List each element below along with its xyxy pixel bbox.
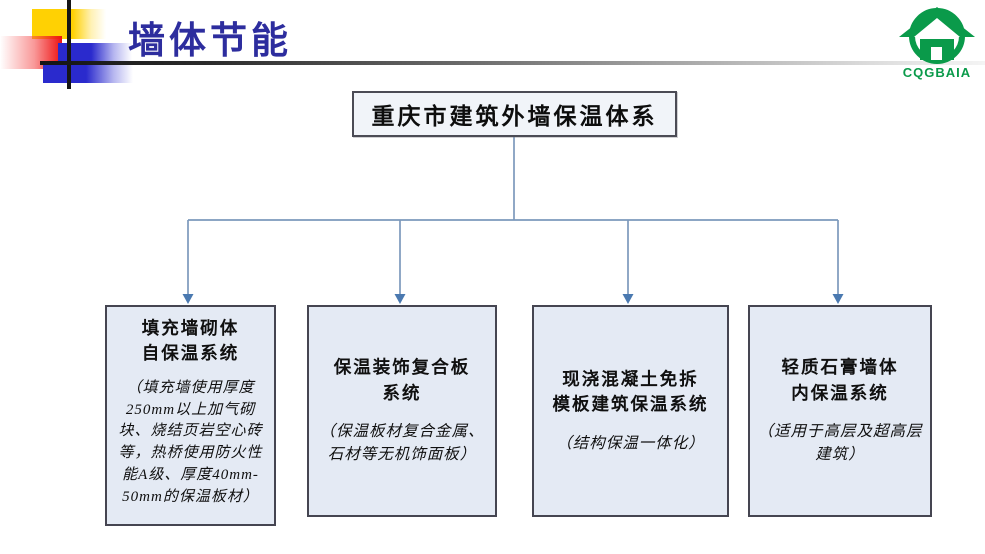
arrow-down-icon [394,294,406,304]
cqgbaia-logo: CQGBAIA [893,5,981,81]
diagram-root-node: 重庆市建筑外墙保温体系 [352,91,677,137]
node-description: （适用于高层及超高层建筑） [757,423,923,464]
deco-cross-vertical-line [67,0,71,89]
title-underline-rule [40,61,985,65]
deco-blue-square-lower [43,65,133,83]
node-title: 现浇混凝土免拆 模板建筑保温系统 [552,369,709,415]
deco-blue-square-upper [58,43,132,63]
logo-text: CQGBAIA [902,65,972,80]
node-description: （保温板材复合金属、石材等无机饰面板） [319,423,485,464]
node-description: （填充墙使用厚度250mm以上加气砌块、烧结页岩空心砖等，热桥使用防火性能A级、… [118,379,263,505]
page-title: 墙体节能 [128,20,292,61]
arrow-down-icon [182,294,194,304]
diagram-node-lightweight-gypsum: 轻质石膏墙体 内保温系统 （适用于高层及超高层建筑） [748,305,932,517]
diagram-node-decorative-composite-panel: 保温装饰复合板 系统 （保温板材复合金属、石材等无机饰面板） [307,305,497,517]
diagram-node-infill-wall: 填充墙砌体 自保温系统 （填充墙使用厚度250mm以上加气砌块、烧结页岩空心砖等… [105,305,276,526]
arrow-down-icon [622,294,634,304]
diagram-node-cast-in-place-concrete: 现浇混凝土免拆 模板建筑保温系统 （结构保温一体化） [532,305,729,517]
node-title: 保温装饰复合板 系统 [333,357,471,403]
root-node-label: 重庆市建筑外墙保温体系 [371,104,658,129]
house-logo-icon [899,7,975,64]
arrow-down-icon [832,294,844,304]
node-title: 轻质石膏墙体 内保温系统 [781,357,899,403]
node-title: 填充墙砌体 自保温系统 [141,318,240,364]
node-description: （结构保温一体化） [556,434,705,452]
